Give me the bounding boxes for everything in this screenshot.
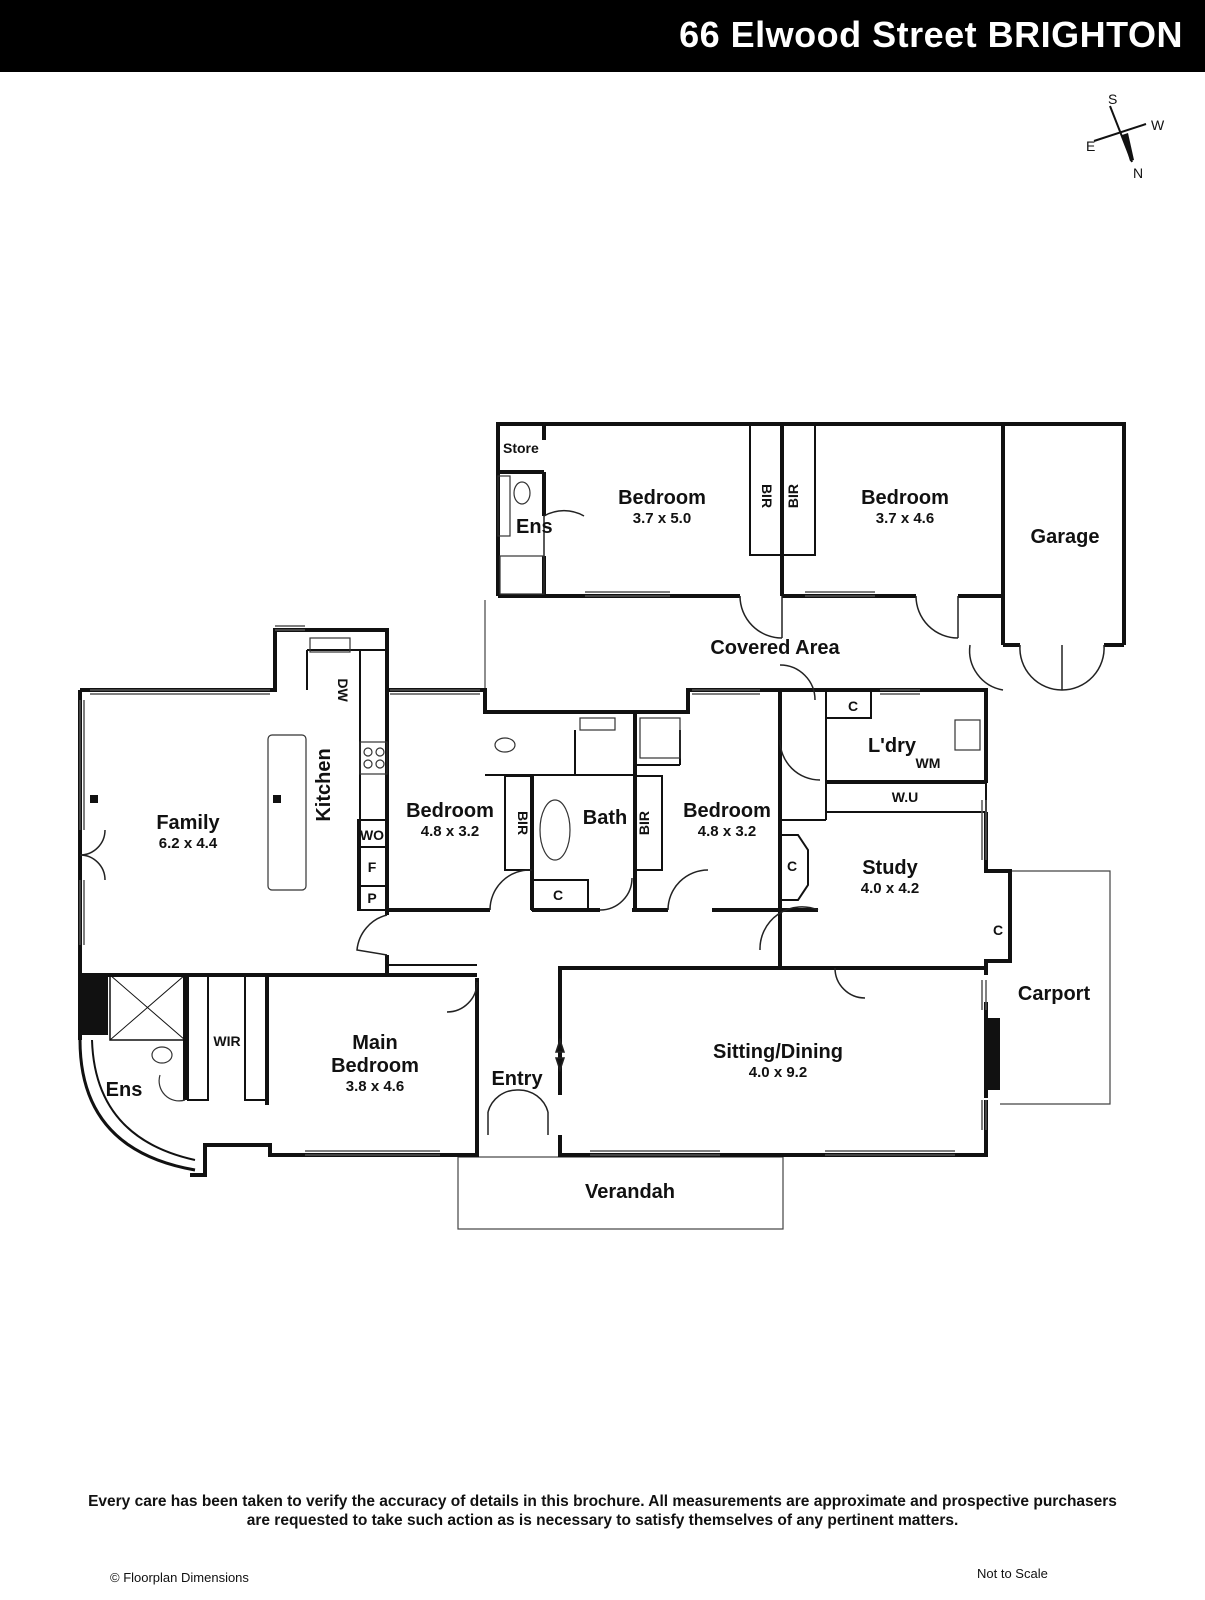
laundry-cupboard-label: C	[848, 698, 858, 714]
sitting-dining-label: Sitting/Dining	[713, 1041, 843, 1063]
chimney-block	[80, 975, 108, 1035]
ens-lower-label: Ens	[106, 1079, 143, 1101]
shower-icon	[499, 555, 545, 595]
bir2-label: BIR	[785, 484, 801, 508]
exterior-walls	[78, 422, 1126, 1177]
bedroom1-label: Bedroom	[618, 487, 706, 509]
wall-unit-label: W.U	[892, 789, 918, 805]
study-label: Study	[862, 857, 918, 879]
main-bedroom-label-line1: Main	[352, 1032, 398, 1054]
bedroom3-dims: 4.8 x 3.2	[421, 823, 479, 840]
family-dims: 6.2 x 4.4	[159, 835, 218, 852]
island-bench	[267, 734, 307, 891]
toilet-icon	[513, 481, 531, 505]
compass-e-label: E	[1086, 138, 1095, 154]
kitchen-label: Kitchen	[313, 748, 335, 821]
compass-n-label: N	[1133, 165, 1143, 181]
compass-w-label: W	[1151, 117, 1165, 133]
compass-s-label: S	[1108, 91, 1117, 107]
bathtub-icon	[539, 799, 571, 861]
sitting-dining-dims: 4.0 x 9.2	[749, 1064, 807, 1081]
copyright-credit: © Floorplan Dimensions	[110, 1570, 249, 1585]
fireplace-block	[986, 1018, 1000, 1090]
scale-note: Not to Scale	[977, 1566, 1048, 1581]
vanity	[497, 475, 511, 537]
wir-label: WIR	[213, 1033, 240, 1049]
laundry-label: L'dry	[868, 735, 917, 757]
washing-machine-label: WM	[916, 755, 941, 771]
bath-cupboard-label: C	[553, 887, 563, 903]
laundry-tub-icon	[954, 719, 981, 751]
bedroom2-label: Bedroom	[861, 487, 949, 509]
study-dims: 4.0 x 4.2	[861, 880, 919, 897]
bedroom4-dims: 4.8 x 3.2	[698, 823, 756, 840]
main-bedroom-label-line2: Bedroom	[331, 1055, 419, 1077]
verandah-label: Verandah	[585, 1181, 675, 1203]
bir4-label: BIR	[636, 811, 652, 835]
header-bar: 66 Elwood Street BRIGHTON	[0, 0, 1205, 72]
bedroom3-label: Bedroom	[406, 800, 494, 822]
carport-label: Carport	[1018, 983, 1091, 1005]
fixtures	[151, 475, 981, 1102]
door-swings	[79, 509, 1105, 1135]
compass-icon: S W E N	[1086, 91, 1165, 181]
bedroom1-dims: 3.7 x 5.0	[633, 510, 691, 527]
disclaimer-line1: Every care has been taken to verify the …	[88, 1493, 1117, 1510]
toilet-icon-ens	[151, 1046, 173, 1064]
dw-label: DW	[335, 678, 351, 702]
bir1-label: BIR	[759, 484, 775, 508]
sink-icon	[309, 637, 351, 653]
windows	[79, 591, 987, 1156]
garage-label: Garage	[1031, 526, 1100, 548]
bedroom2-dims: 3.7 x 4.6	[876, 510, 934, 527]
outdoor-outlines	[457, 600, 1111, 1230]
main-bedroom-dims: 3.8 x 4.6	[346, 1078, 404, 1095]
pantry-label: P	[367, 890, 376, 906]
fridge-label: F	[368, 859, 377, 875]
wo-label: WO	[360, 827, 384, 843]
study-cupboard1-label: C	[787, 858, 797, 874]
property-address-title: 66 Elwood Street BRIGHTON	[679, 14, 1183, 55]
disclaimer-line2: are requested to take such action as is …	[246, 1512, 959, 1529]
carport-outline	[1000, 870, 1111, 1105]
entry-label: Entry	[491, 1068, 543, 1090]
bath-label: Bath	[583, 807, 627, 829]
bir3-label: BIR	[515, 811, 531, 835]
family-label: Family	[156, 812, 220, 834]
bedroom4-label: Bedroom	[683, 800, 771, 822]
toilet-icon-bath	[494, 737, 516, 753]
ens-upper-label: Ens	[516, 516, 553, 538]
covered-area-label: Covered Area	[710, 637, 840, 659]
study-cupboard2-label: C	[993, 922, 1003, 938]
store-label: Store	[503, 440, 539, 456]
shower-icon-2	[639, 717, 681, 759]
